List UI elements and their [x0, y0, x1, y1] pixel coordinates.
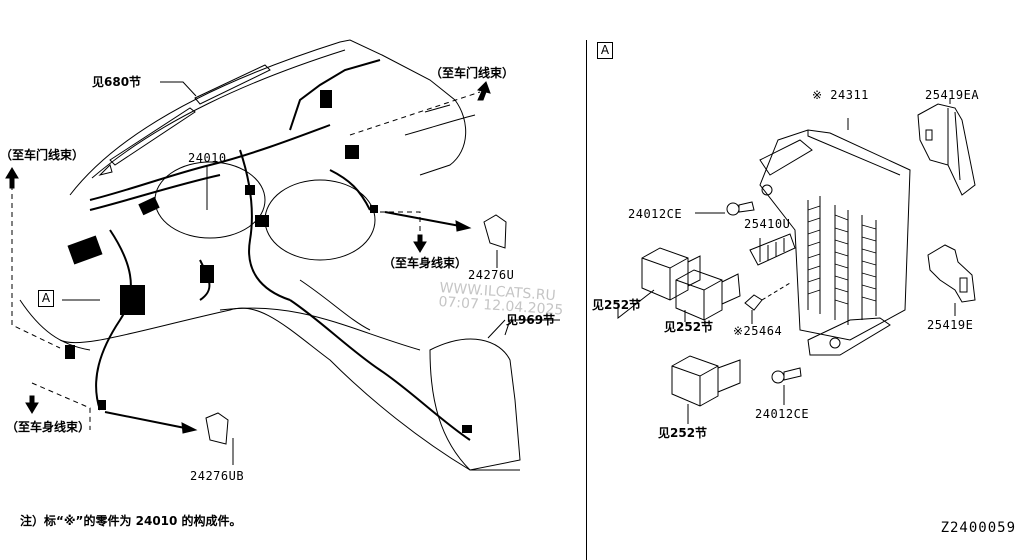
relay-c	[671, 355, 741, 424]
screw-24012CE-bottom	[771, 367, 802, 405]
see-section-252-label-a: 见252节	[592, 298, 642, 312]
part-25410U-label: 25410U	[744, 217, 791, 231]
arrow-right-icon	[455, 220, 472, 232]
arrows	[5, 81, 491, 434]
fuse-puller-25410U	[749, 233, 796, 266]
to-door-harness-label-left: （至车门线束）	[0, 148, 85, 162]
fuse-25464	[744, 282, 791, 324]
see-section-252-label-c: 见252节	[658, 426, 708, 440]
to-door-harness-label-right: （至车门线束）	[430, 66, 515, 80]
part-25419E-label: 25419E	[927, 318, 974, 332]
fuse-block-24311	[759, 118, 911, 356]
see-section-969-label: 见969节	[506, 313, 556, 327]
screw-24012CE-top	[695, 201, 755, 216]
section-box-a: A	[597, 42, 613, 59]
routing-lines	[11, 91, 481, 430]
callout-box-a: A	[38, 290, 54, 307]
part-24276U-label: 24276U	[468, 268, 515, 282]
part-25419EA-label: 25419EA	[925, 88, 980, 102]
arrow-up-right-icon	[477, 81, 491, 101]
grommet-24276UB	[205, 412, 229, 445]
leader-lines-left	[62, 81, 506, 465]
to-body-harness-label-mid: （至车身线束）	[383, 256, 468, 270]
drawing-number: Z2400059	[940, 520, 1016, 536]
see-section-252-label-b: 见252节	[664, 320, 714, 334]
part-24012CE-bottom-label: 24012CE	[755, 407, 810, 421]
harness-connectors	[65, 90, 472, 433]
relay-b	[675, 269, 741, 322]
clip-25419E	[927, 244, 976, 316]
relay-a	[617, 247, 701, 320]
part-24012CE-top-label: 24012CE	[628, 207, 683, 221]
arrow-down-icon	[25, 395, 39, 414]
footnote: 注）标“※”的零件为 24010 的构成件。	[20, 514, 242, 528]
grommet-24276U	[483, 214, 507, 249]
wiring-harness	[89, 59, 471, 441]
part-24010-label: 24010	[188, 151, 227, 165]
see-section-680-label: 见680节	[92, 75, 142, 89]
arrow-right-icon	[181, 422, 198, 434]
view-divider	[586, 40, 587, 560]
part-24311-label: ※ 24311	[812, 88, 869, 102]
to-body-harness-label-bottom: （至车身线束）	[6, 420, 91, 434]
part-25464-label: ※25464	[733, 324, 783, 338]
arrow-up-icon	[5, 167, 19, 189]
bracket-25419EA	[917, 98, 976, 196]
arrow-down-icon	[413, 234, 427, 253]
part-24276UB-label: 24276UB	[190, 469, 245, 483]
